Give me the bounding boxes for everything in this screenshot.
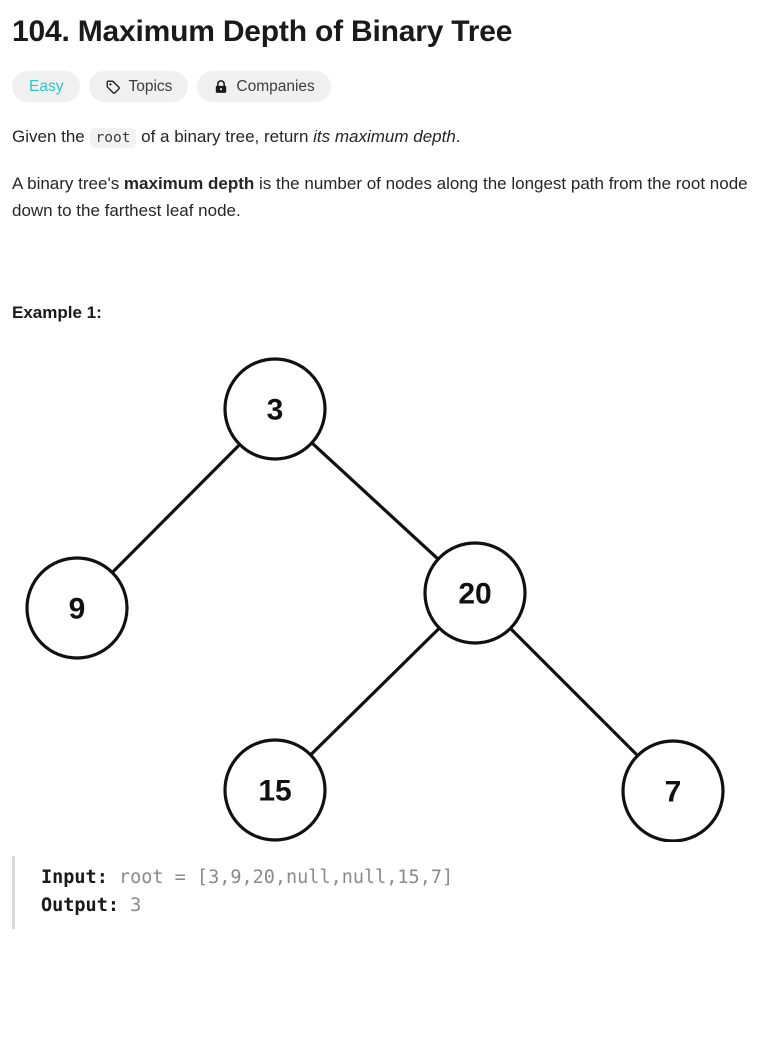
tree-node: 20	[423, 541, 527, 645]
problem-page: 104. Maximum Depth of Binary Tree Easy T…	[0, 14, 762, 930]
input-value: root = [3,9,20,null,null,15,7]	[107, 866, 454, 888]
tree-node: 7	[621, 739, 725, 842]
lock-icon	[213, 79, 229, 95]
tree-node-circle	[423, 541, 527, 645]
tree-node-label: 20	[458, 577, 491, 610]
tree-edge	[309, 626, 441, 757]
difficulty-label: Easy	[29, 78, 64, 95]
output-value: 3	[118, 895, 142, 917]
description-paragraph-1: Given the root of a binary tree, return …	[12, 124, 750, 151]
tag-icon	[105, 79, 121, 95]
desc-p1-before: Given the	[12, 127, 90, 147]
page-title: 104. Maximum Depth of Binary Tree	[12, 15, 513, 48]
companies-button[interactable]: Companies	[197, 71, 331, 103]
desc-p2-before: A binary tree's	[12, 173, 124, 193]
tree-node: 9	[25, 556, 129, 660]
tree-node: 3	[223, 357, 327, 461]
desc-p2-bold: maximum depth	[123, 173, 255, 193]
tree-edge	[110, 442, 242, 574]
tree-edge	[310, 440, 440, 561]
desc-p2-after: is the number of nodes along the longest…	[12, 173, 748, 220]
binary-tree-diagram: 3 9 20 15 7	[12, 337, 752, 842]
difficulty-badge-easy[interactable]: Easy	[12, 71, 81, 103]
inline-code-root: root	[89, 128, 137, 149]
desc-p1-after: .	[455, 127, 461, 147]
tree-node-circle	[621, 739, 725, 842]
example-heading: Example 1:	[12, 302, 102, 322]
description-paragraph-2: A binary tree's maximum depth is the num…	[12, 171, 750, 225]
desc-p1-middle: of a binary tree, return	[136, 127, 314, 147]
companies-label: Companies	[236, 78, 315, 95]
tree-node: 15	[223, 738, 327, 842]
tree-node-label: 7	[665, 775, 682, 808]
tree-edge	[508, 626, 640, 757]
desc-p1-italic: its maximum depth	[313, 127, 456, 147]
input-label: Input:	[41, 866, 108, 888]
tree-node-label: 9	[69, 592, 86, 625]
tree-node-circle	[25, 556, 129, 660]
badge-row: Easy Topics Companies	[12, 71, 750, 103]
binary-tree-svg: 3 9 20 15 7	[25, 357, 725, 842]
tree-node-circle	[223, 738, 327, 842]
topics-button[interactable]: Topics	[89, 71, 189, 103]
topics-label: Topics	[128, 78, 173, 95]
tree-node-circle	[223, 357, 327, 461]
output-label: Output:	[41, 895, 119, 917]
tree-node-label: 15	[258, 774, 291, 807]
example-code-block: Input: root = [3,9,20,null,null,15,7] Ou…	[12, 855, 750, 930]
tree-node-label: 3	[267, 393, 284, 426]
